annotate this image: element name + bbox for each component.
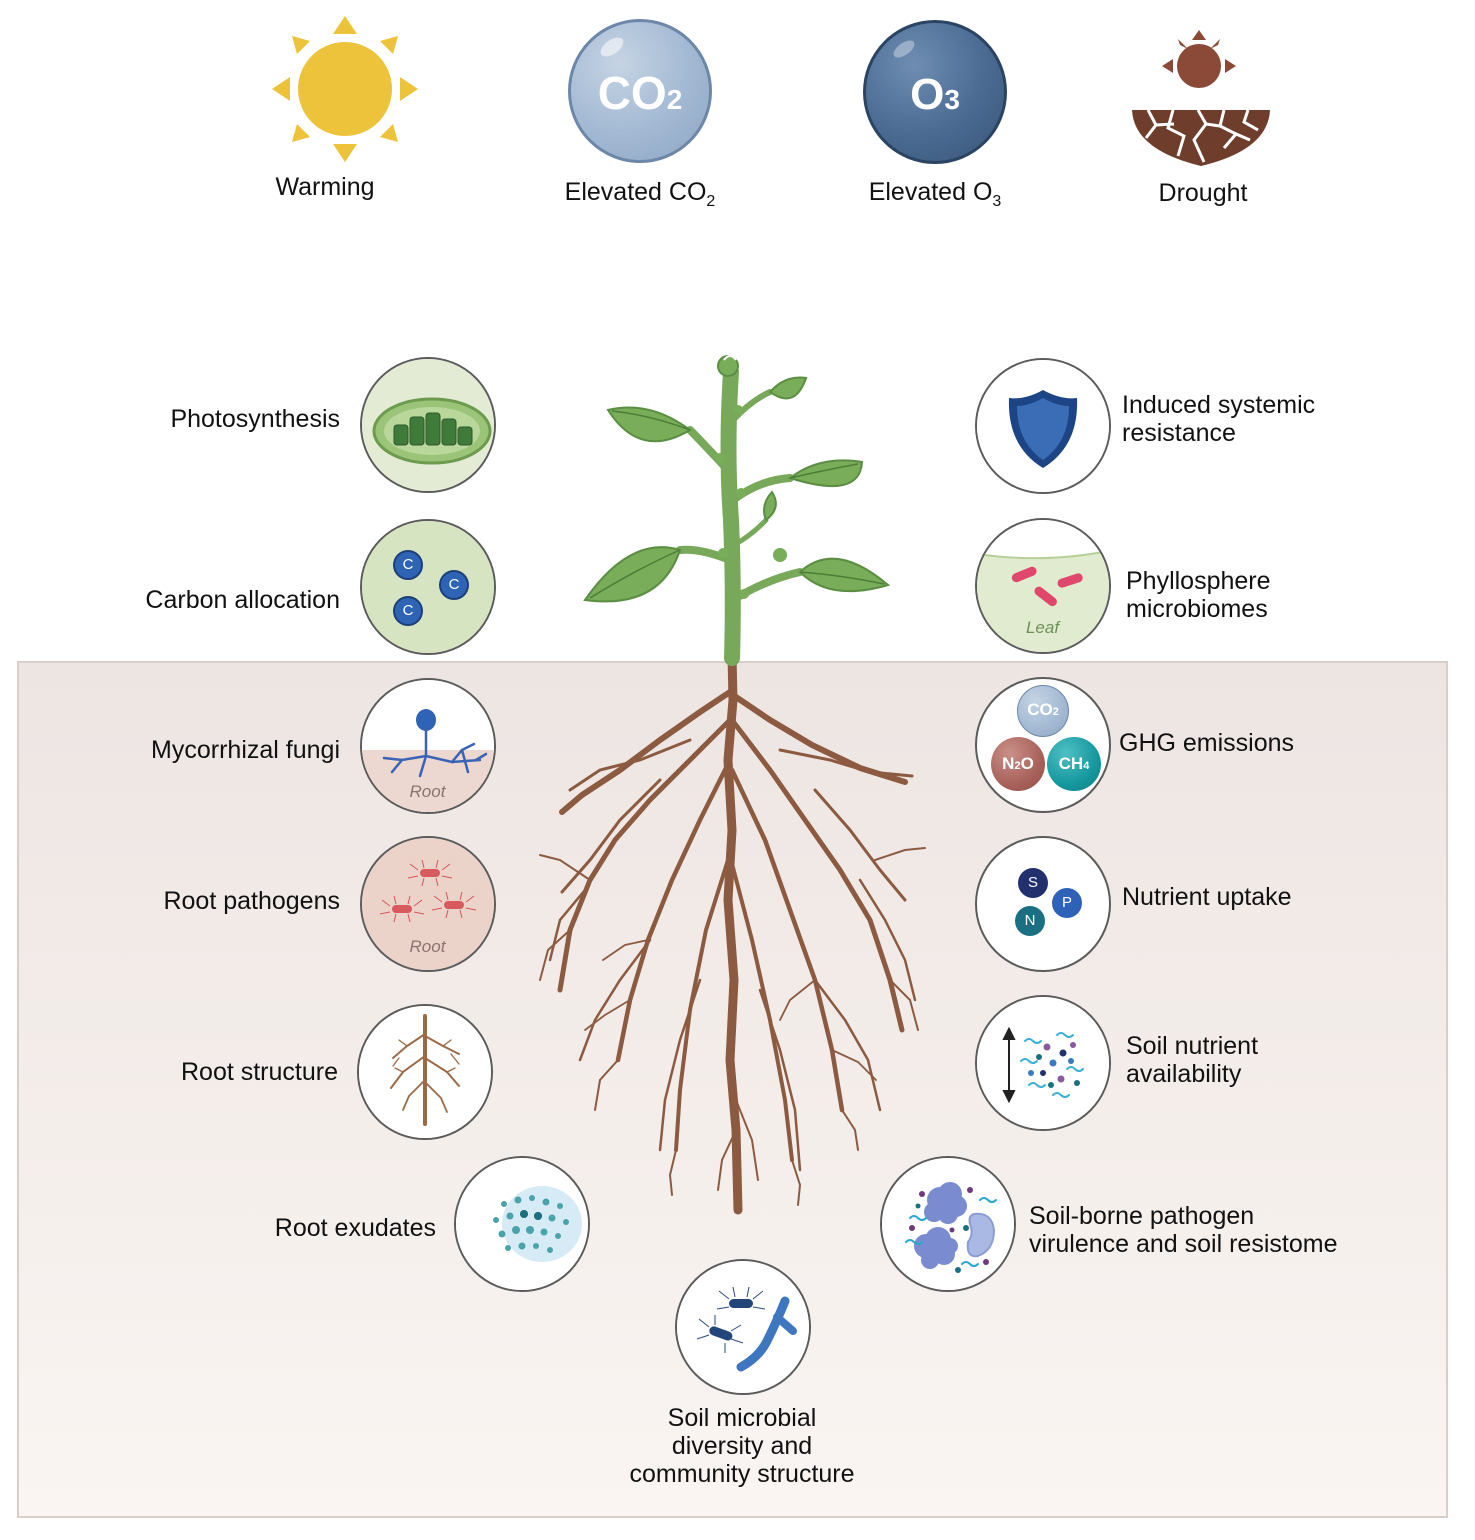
carbon-atom-label: C [402,602,414,619]
photosynthesis-label: Photosynthesis [170,405,340,433]
phyllosphere-icon: Leaf [975,518,1111,654]
induced-systemic-resistance-icon [975,358,1111,494]
mycorrhizal-fungi-icon: Root [360,678,496,814]
phyllosphere-label-line1: Phyllosphere [1126,567,1271,595]
ghg-ch4-text: CH [1058,754,1084,773]
soil-nutrient-availability-icon [975,995,1111,1131]
root-exudates-icon [454,1156,590,1292]
elevated-o3-text: Elevated O [868,178,993,206]
co2-badge-sub: 2 [666,84,683,115]
leaf-label: Leaf [1025,618,1060,637]
carbon-atom-label: C [402,556,414,573]
soil-microbial-diversity-icon [675,1259,811,1395]
ghg-n2o-text: N [1002,754,1015,773]
root-exudates-label: Root exudates [274,1214,436,1242]
drought-label: Drought [1158,179,1248,207]
ghg-co2-sub: 2 [1052,706,1059,718]
o3-badge-sub: 3 [944,84,960,115]
soil-microbial-line3: community structure [629,1460,855,1488]
soil-borne-pathogen-icon [880,1156,1016,1292]
pathogen-label-line2: virulence and soil resistome [1029,1230,1338,1258]
o3-badge-text: O [910,70,945,119]
co2-sphere-icon: CO2 [568,19,712,163]
soil-nutrient-label-line2: availability [1126,1060,1242,1088]
ghg-emissions-label: GHG emissions [1119,729,1295,757]
pathogen-label-line1: Soil-borne pathogen [1029,1202,1255,1230]
root-pathogens-icon: Root [360,836,496,972]
carbon-allocation-icon: C C C [360,519,496,655]
ghg-ch4-sub: 4 [1083,760,1090,772]
drought-icon [1132,30,1270,166]
root-label: Root [409,782,446,801]
elevated-co2-text: Elevated CO [564,178,707,206]
phyllosphere-label-line2: microbiomes [1126,595,1268,623]
soil-nutrient-label-line1: Soil nutrient [1126,1032,1259,1060]
nutrient-uptake-icon: S P N [975,836,1111,972]
sun-icon [272,16,418,162]
root-structure-icon [357,1004,493,1140]
nitrogen-atom: N [1015,906,1045,936]
o3-sphere-icon: O3 [863,20,1007,164]
sulfur-atom: S [1018,868,1048,898]
warming-label: Warming [275,173,375,201]
nutrient-uptake-label: Nutrient uptake [1122,883,1292,911]
photosynthesis-icon [360,357,496,493]
isr-label-line1: Induced systemic [1122,391,1316,419]
root-structure-label: Root structure [180,1058,338,1086]
elevated-o3-label: Elevated O3 [835,178,1035,210]
carbon-atom-label: C [448,576,460,593]
ghg-co2-text: CO [1027,700,1053,719]
phosphorus-atom: P [1052,888,1082,918]
carbon-allocation-label: Carbon allocation [145,586,340,614]
ghg-n2o-text-b: O [1020,754,1034,773]
mycorrhizal-fungi-label: Mycorrhizal fungi [151,736,340,764]
root-pathogens-label: Root pathogens [163,887,340,915]
soil-microbial-line1: Soil microbial [667,1404,817,1432]
root-label: Root [409,937,446,956]
isr-label-line2: resistance [1122,419,1236,447]
elevated-o3-sub: 3 [992,193,1002,210]
elevated-co2-label: Elevated CO2 [540,178,740,210]
ghg-n2o-sub: 2 [1014,760,1021,772]
ghg-emissions-icon: CO2 N2O CH4 [975,677,1111,813]
co2-badge-text: CO [597,67,667,119]
elevated-co2-sub: 2 [706,193,716,210]
soil-microbial-line2: diversity and [671,1432,813,1460]
